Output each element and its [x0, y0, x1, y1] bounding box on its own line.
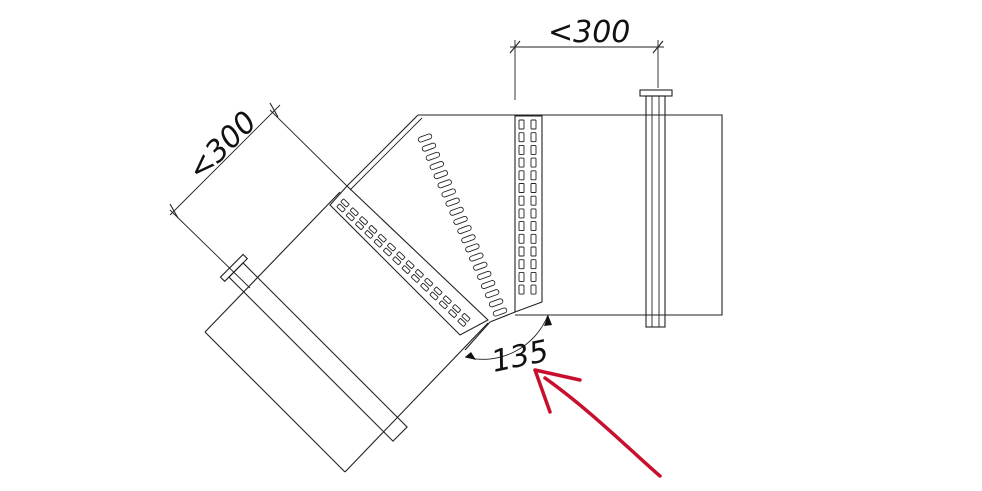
vertical-slot — [518, 183, 525, 193]
angled-slot — [420, 282, 430, 292]
vertical-slot — [518, 284, 525, 295]
vertical-slot — [518, 195, 525, 206]
diagonal-slot — [421, 142, 437, 152]
top-dimension: <300 — [509, 15, 664, 100]
angled-slot — [424, 277, 434, 287]
vertical-slot — [530, 221, 537, 232]
angled-slot — [387, 242, 396, 252]
diagonal-slot — [492, 307, 508, 317]
angled-slot — [452, 304, 462, 313]
top-dimension-label: <300 — [548, 15, 630, 50]
vertical-slot — [530, 170, 537, 181]
vertical-slot — [530, 259, 537, 270]
vertical-slot — [530, 208, 537, 219]
left-dimension-label: <300 — [181, 105, 264, 188]
diagonal-slot — [477, 270, 492, 280]
diagonal-slot — [445, 197, 460, 207]
angled-slot — [442, 295, 452, 305]
diagonal-slot — [453, 215, 468, 225]
arrowhead-right-icon — [544, 315, 552, 326]
vertical-slot — [530, 195, 537, 206]
angled-post — [219, 253, 408, 442]
angled-slot — [345, 212, 355, 222]
diagonal-slot — [473, 261, 488, 271]
vertical-slot — [518, 259, 525, 270]
diagonal-slot — [449, 206, 464, 216]
angled-slot — [359, 216, 369, 225]
angled-slot — [336, 203, 346, 213]
angled-slot — [377, 233, 387, 243]
angled-slot — [410, 274, 420, 283]
angled-slot — [461, 313, 471, 322]
arrowhead-left-icon — [465, 352, 476, 360]
angled-slot — [392, 256, 402, 266]
vertical-slot — [518, 208, 525, 219]
angled-slot — [340, 198, 350, 208]
right-perforated-plate — [514, 115, 543, 313]
diagonal-slot — [469, 252, 484, 262]
left-perforated-plate — [329, 185, 489, 336]
angled-slot — [457, 318, 467, 327]
diagonal-slot — [457, 225, 472, 235]
diagonal-slot — [429, 160, 445, 170]
vertical-slot — [518, 144, 525, 155]
angled-slot — [429, 291, 439, 301]
angled-slot — [355, 221, 365, 230]
left-angled-section — [204, 191, 491, 473]
diagonal-slot — [465, 243, 480, 253]
diagonal-slot — [437, 179, 452, 189]
angled-slot — [448, 309, 458, 318]
angled-slot — [383, 247, 392, 257]
angled-slot — [373, 238, 383, 248]
vertical-slot — [518, 221, 525, 232]
right-straight-section — [515, 114, 723, 316]
angled-slot — [364, 230, 374, 239]
angled-slot — [349, 207, 359, 217]
vertical-slot — [530, 132, 537, 143]
angled-slot — [414, 269, 424, 278]
vertical-slot — [530, 183, 537, 193]
vertical-slot — [530, 119, 537, 130]
vertical-slot — [530, 233, 537, 244]
vertical-slot — [518, 132, 525, 143]
vertical-post — [639, 89, 673, 328]
red-pointer-arrow-icon — [533, 368, 662, 478]
vertical-slot — [530, 284, 537, 295]
diagonal-slot — [480, 280, 496, 290]
diagonal-slot — [417, 133, 433, 143]
middle-wedge-section — [346, 114, 516, 323]
vertical-slot — [530, 246, 537, 257]
vertical-slot — [518, 157, 525, 168]
diagonal-slot — [441, 188, 456, 198]
vertical-slot — [530, 157, 537, 168]
vertical-slot — [530, 144, 537, 155]
angled-slot — [368, 225, 378, 234]
vertical-slot — [518, 271, 525, 282]
angled-slot — [405, 260, 415, 269]
diagonal-slot — [461, 234, 476, 244]
diagonal-slot — [484, 289, 500, 299]
vertical-slot — [518, 170, 525, 181]
angled-slot — [396, 251, 406, 261]
diagonal-slot — [433, 170, 448, 180]
diagonal-slot — [488, 298, 504, 308]
angled-slot — [438, 300, 448, 310]
diagonal-slot — [425, 151, 441, 161]
vertical-slot — [518, 119, 525, 130]
angled-slot — [433, 286, 443, 296]
angled-slot — [401, 265, 411, 274]
left-dimension: <300 — [169, 102, 348, 289]
vertical-slot — [530, 271, 537, 282]
vertical-slot — [518, 233, 525, 244]
vertical-slot — [518, 246, 525, 257]
